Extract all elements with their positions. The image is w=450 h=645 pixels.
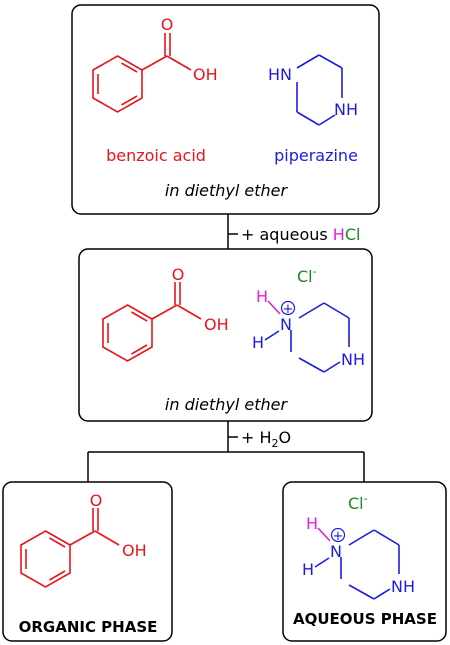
benzoic-acid-label: benzoic acid	[106, 146, 206, 165]
box-aqueous	[282, 481, 447, 642]
step1-cl: Cl	[345, 225, 361, 244]
benzoic-acid-structure	[92, 33, 192, 113]
benzoic-acid-organic-structure	[20, 508, 120, 588]
svg-text:+ H2O: + H2O	[241, 428, 291, 450]
step2-sub: 2	[272, 437, 279, 450]
aqueous-phase-label: AQUEOUS PHASE	[293, 610, 437, 628]
aq-h-top: H	[306, 514, 318, 533]
mid-h-top: H	[256, 287, 268, 306]
svg-text:+ aqueous HCl: + aqueous HCl	[241, 225, 360, 244]
organic-o: O	[90, 491, 103, 510]
organic-phase-label: ORGANIC PHASE	[19, 618, 158, 636]
box-middle	[78, 248, 373, 422]
middle-solvent-label: in diethyl ether	[165, 395, 289, 414]
piperazine-label: piperazine	[274, 146, 358, 165]
aq-nh: NH	[391, 577, 415, 596]
benzoic-top-o: O	[161, 15, 174, 34]
top-solvent-label: in diethyl ether	[165, 181, 289, 200]
benzoic-mid-o: O	[172, 265, 185, 284]
mid-nh: NH	[341, 350, 365, 369]
mid-plus: +	[283, 302, 294, 317]
piperazine-structure	[296, 54, 343, 126]
piperazine-top-hn: HN	[268, 65, 292, 84]
aqueous-chloride: Cl-	[348, 492, 368, 513]
aq-h-bottom: H	[302, 560, 314, 579]
step1-label: + aqueous HCl	[228, 225, 360, 244]
aq-plus: +	[333, 529, 344, 544]
box-top	[71, 4, 380, 215]
piperazine-top-nh: NH	[334, 100, 358, 119]
step2-label: + H2O	[228, 428, 291, 450]
step2-suffix: O	[279, 428, 292, 447]
organic-oh: OH	[122, 541, 147, 560]
step1-prefix: + aqueous	[241, 225, 333, 244]
mid-n: N	[280, 315, 292, 334]
aq-n: N	[330, 542, 342, 561]
piperazinium-middle-structure	[264, 300, 350, 373]
connector-lines	[87, 214, 365, 482]
piperazinium-aqueous-structure	[314, 527, 400, 600]
benzoic-mid-oh: OH	[204, 315, 229, 334]
step1-h: H	[333, 225, 345, 244]
step2-prefix: + H	[241, 428, 272, 447]
benzoic-acid-middle-structure	[102, 282, 202, 362]
mid-h-bottom: H	[252, 333, 264, 352]
middle-chloride: Cl-	[297, 265, 317, 286]
benzoic-top-oh: OH	[193, 65, 218, 84]
box-organic	[2, 481, 173, 642]
